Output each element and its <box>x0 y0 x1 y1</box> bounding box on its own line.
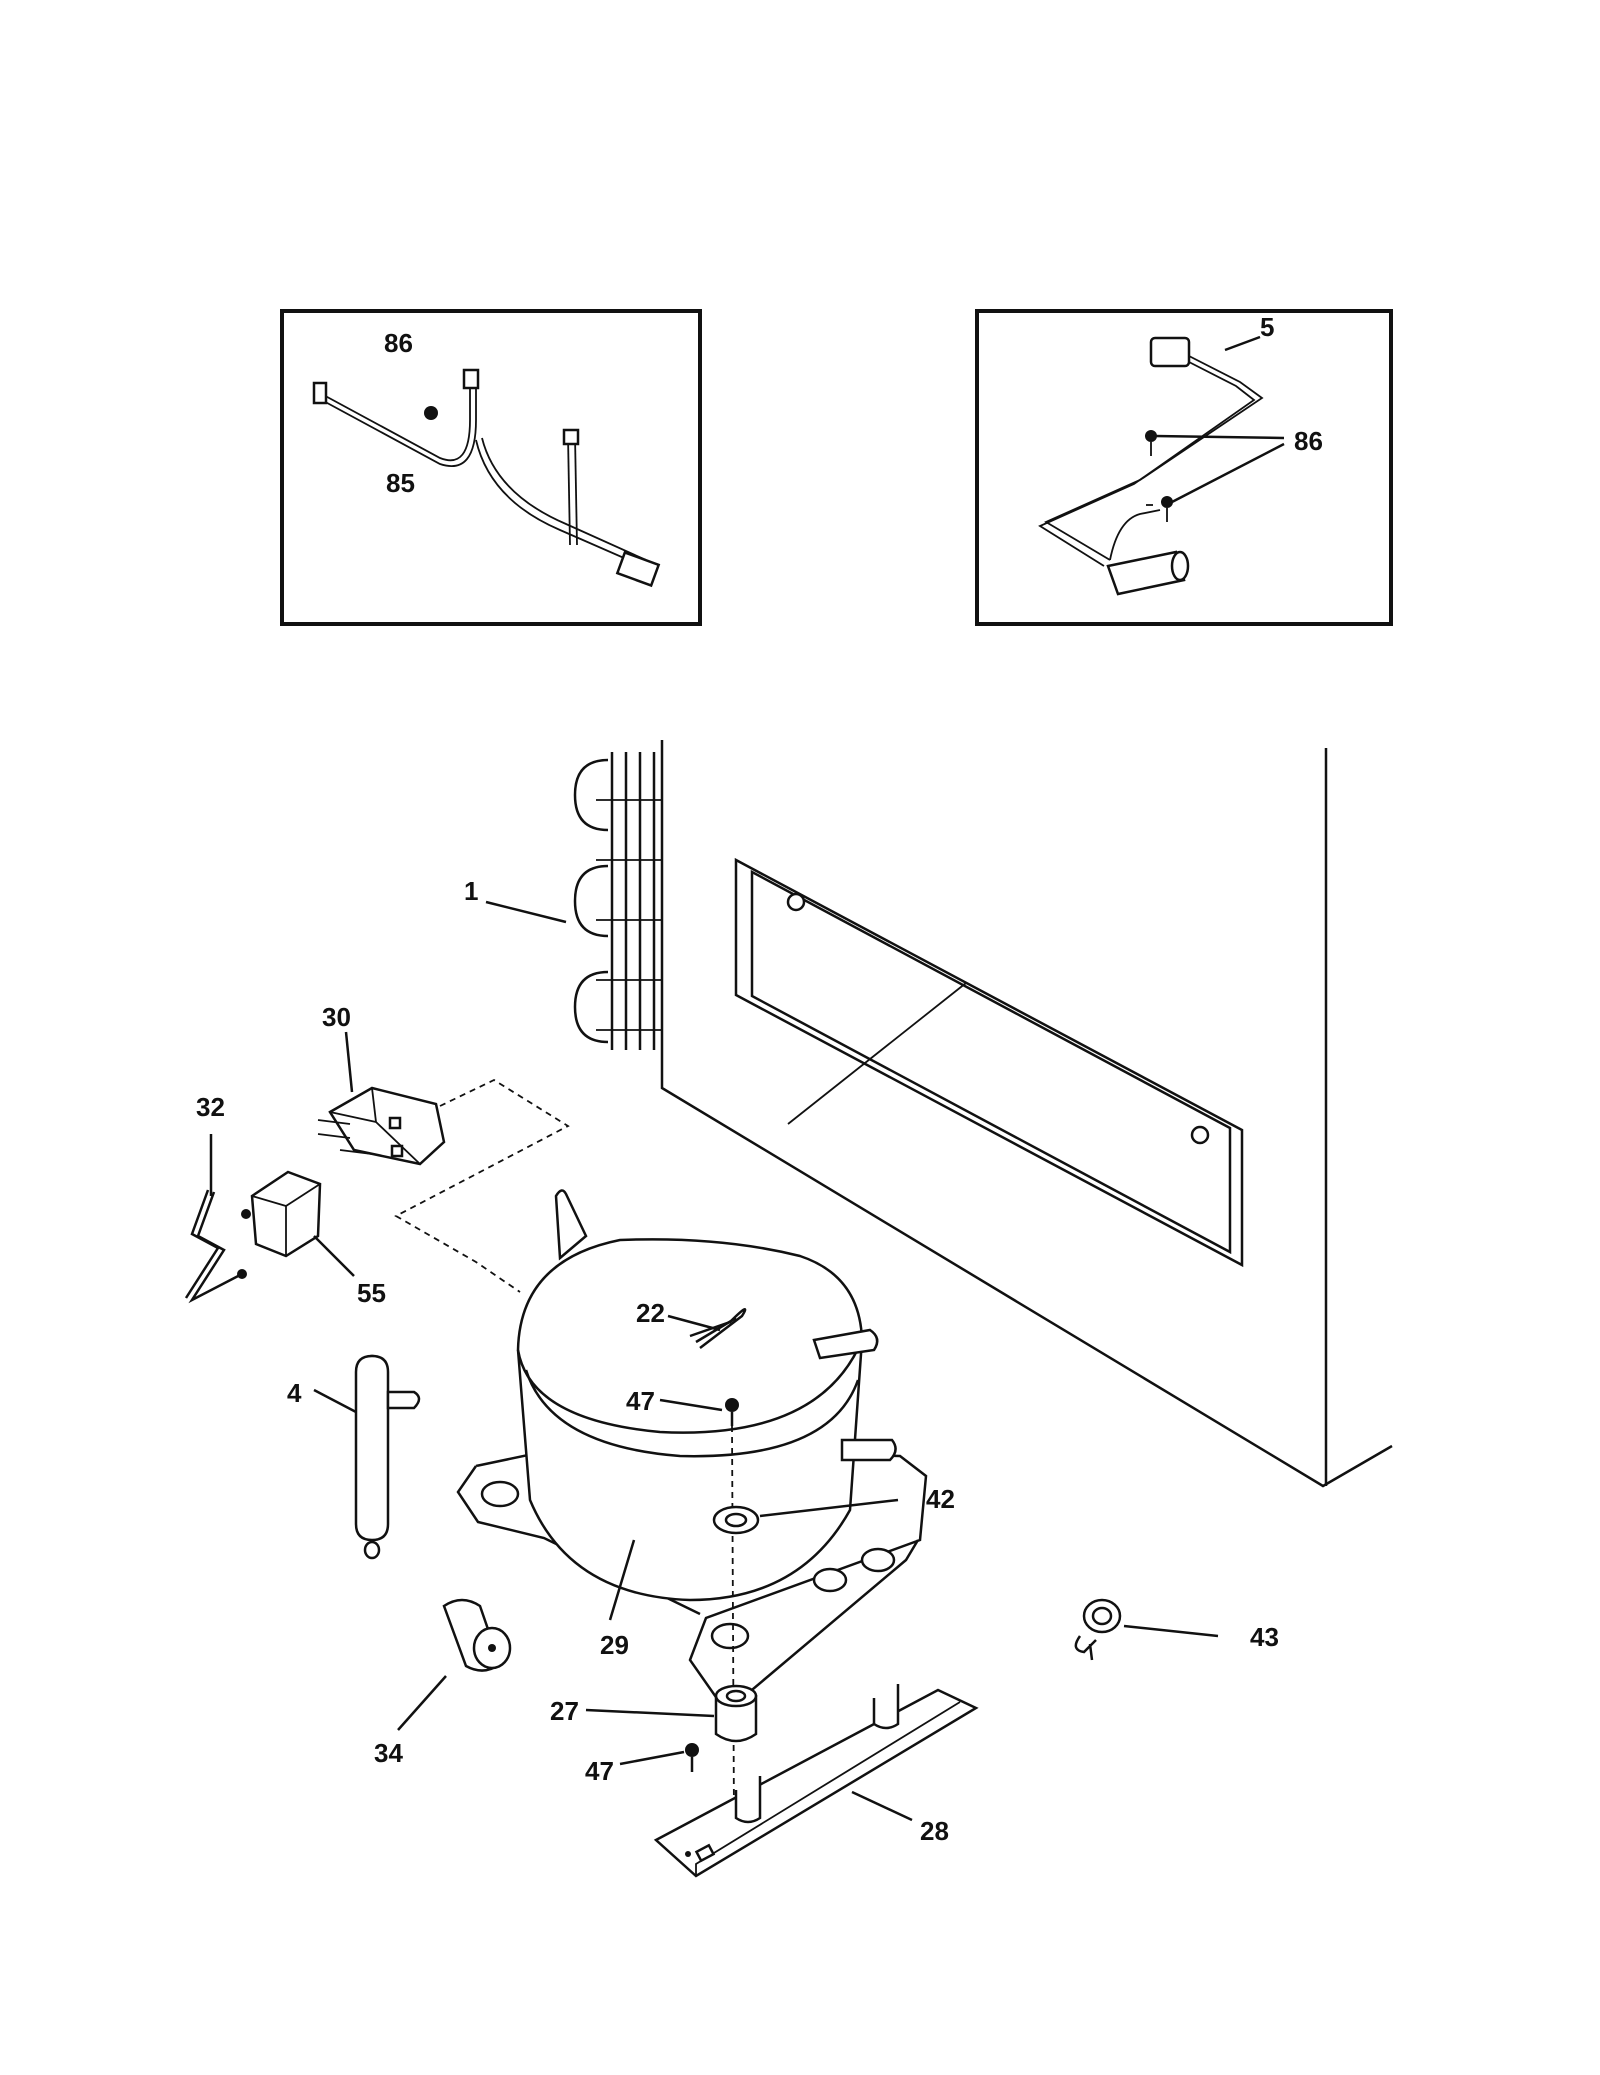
wiring-harness-part <box>312 368 661 588</box>
callout-47-upper: 47 <box>626 1386 655 1416</box>
leader-22 <box>667 1314 721 1332</box>
callout-86-right: 86 <box>1294 426 1323 456</box>
leader-34 <box>397 1675 447 1731</box>
cabinet <box>660 740 1393 1488</box>
sleeve <box>442 1598 512 1672</box>
drier <box>354 1354 421 1560</box>
leader-5 <box>1224 335 1261 352</box>
screw-47-lower <box>685 1743 699 1772</box>
screw-47-upper <box>725 1398 739 1426</box>
callout-5: 5 <box>1260 312 1274 342</box>
leader-29 <box>608 1539 636 1621</box>
condenser-coil <box>573 752 662 1050</box>
leader-42 <box>759 1498 899 1518</box>
callout-43: 43 <box>1250 1622 1279 1652</box>
screw-86-left <box>424 406 438 420</box>
mounting-rail <box>653 1684 979 1878</box>
inset-frame-left <box>280 309 702 626</box>
harness-connector-top <box>462 368 480 390</box>
leader-1 <box>485 900 567 924</box>
compressor <box>516 1189 897 1602</box>
callout-22: 22 <box>636 1298 665 1328</box>
relay <box>317 1086 446 1166</box>
harness-connector-mid <box>562 428 580 446</box>
capacitor-body <box>1106 550 1186 596</box>
opening-inner <box>750 869 1232 1255</box>
leader-47-lower <box>619 1750 685 1766</box>
callout-86-left: 86 <box>384 328 413 358</box>
harness-plug <box>1149 336 1191 368</box>
callout-30: 30 <box>322 1002 351 1032</box>
leader-86-right-a <box>1154 434 1285 440</box>
callout-47-lower: 47 <box>585 1756 614 1786</box>
leader-28 <box>851 1790 913 1822</box>
callout-85: 85 <box>386 468 415 498</box>
leader-30 <box>344 1031 354 1093</box>
harness-connector-left <box>312 381 328 405</box>
capacitor-end <box>1170 550 1190 582</box>
inset-capacitor-harness: 5 86 <box>975 309 1393 626</box>
compressor-tube-right-upper <box>812 1328 879 1360</box>
callout-55: 55 <box>357 1278 386 1308</box>
callout-29: 29 <box>600 1630 629 1660</box>
clip <box>184 1189 247 1304</box>
callout-34: 34 <box>374 1738 403 1768</box>
leader-55 <box>313 1235 355 1277</box>
leader-86-right-b <box>1171 442 1285 504</box>
overload <box>241 1170 322 1258</box>
callout-42: 42 <box>926 1484 955 1514</box>
harness-connector-right <box>615 550 661 588</box>
leader-27 <box>585 1708 715 1718</box>
clamp <box>1074 1598 1122 1661</box>
leader-4 <box>313 1388 357 1414</box>
callout-28: 28 <box>920 1816 949 1846</box>
grommet <box>714 1684 758 1743</box>
screw-86-right <box>1145 430 1173 522</box>
callout-4: 4 <box>287 1378 302 1408</box>
inset-wiring-harness: 86 85 <box>280 309 702 626</box>
leader-47-upper <box>659 1398 723 1412</box>
relay-projection <box>394 1078 570 1293</box>
compressor-tube-right-lower <box>840 1438 897 1462</box>
callout-27: 27 <box>550 1696 579 1726</box>
leader-43 <box>1123 1624 1219 1638</box>
callout-1: 1 <box>464 876 478 906</box>
washer <box>712 1505 760 1535</box>
compressor-tube-top <box>554 1189 588 1261</box>
capacitor-harness-part <box>1038 336 1264 596</box>
callout-32: 32 <box>196 1092 225 1122</box>
inset-frame-right <box>975 309 1393 626</box>
